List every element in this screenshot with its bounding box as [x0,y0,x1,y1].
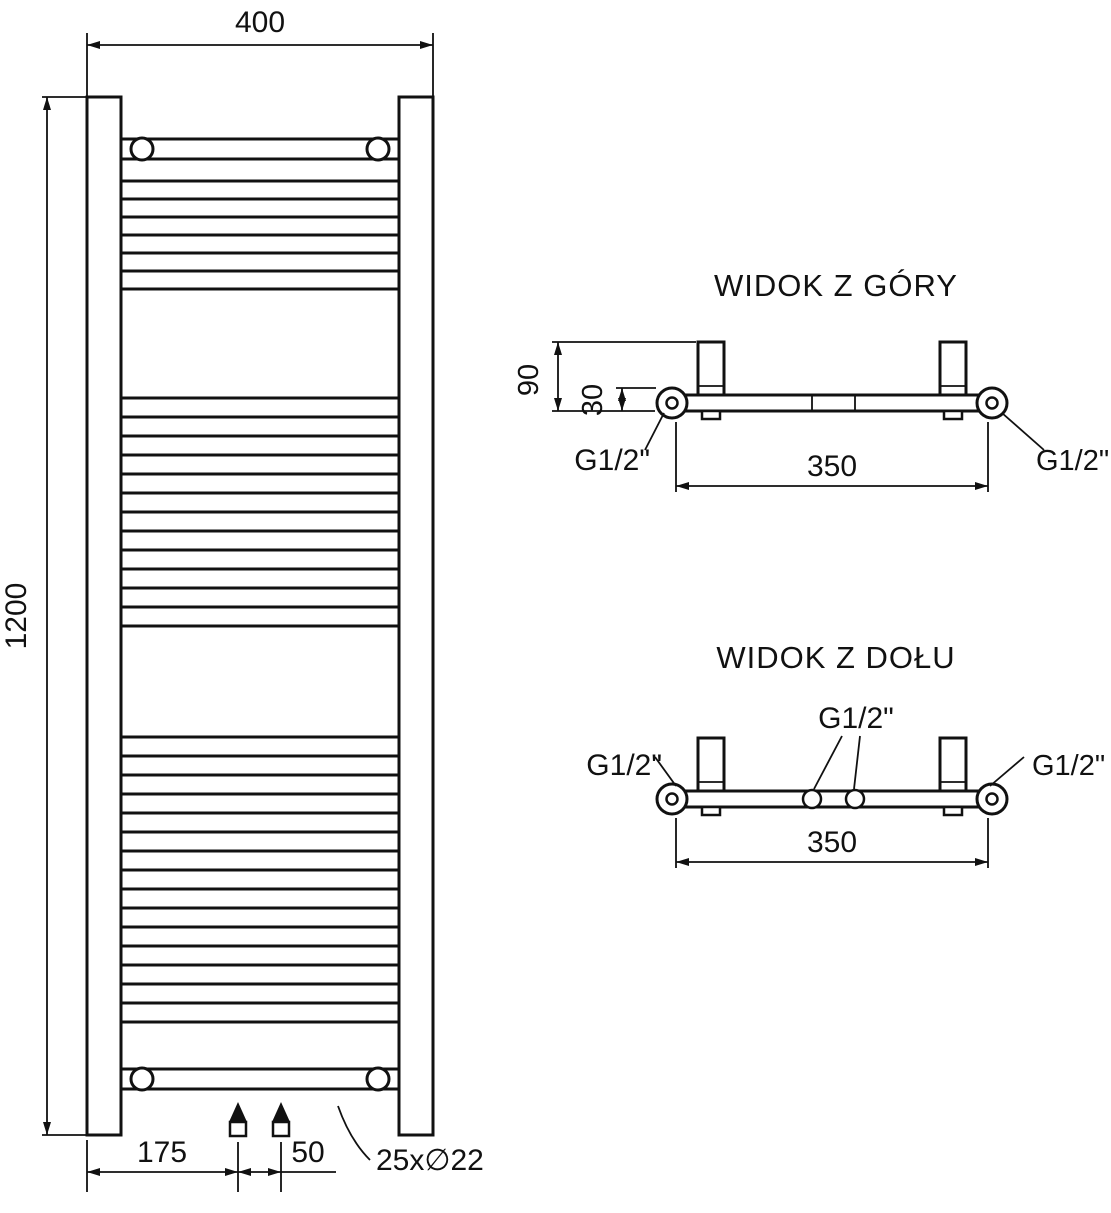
tube-group-1 [119,179,401,291]
top-view-g12-left: G1/2" [574,412,665,477]
tubes-callout: 25x∅22 [337,1105,484,1177]
bottom-view-connection-left [655,782,689,816]
top-view-connection-left [655,386,689,420]
top-view-g12-right-label: G1/2" [1036,445,1109,477]
valve-fitting-left [228,1102,248,1138]
dim-depth: 90 [513,341,696,412]
bottom-view-g12-left-label: G1/2" [586,749,662,782]
top-view: WIDOK Z GÓRY 90 [513,268,1109,492]
bottom-view: WIDOK Z DOŁU G1/2" [586,640,1105,868]
tube-group-bottom-bracket [119,1067,401,1091]
dim-width-label: 400 [235,6,285,39]
bottom-view-bracket-left [696,736,726,817]
bottom-view-connection-right [975,782,1009,816]
tube-group-3 [119,735,401,1024]
left-collector [85,95,123,1137]
dim-depth-label: 90 [513,364,545,396]
bottom-view-g12-right: G1/2" [989,750,1105,787]
dim-spacing-top-label: 350 [807,450,857,483]
bottom-view-g12-left: G1/2" [586,749,677,787]
top-view-g12-right: G1/2" [1001,412,1109,477]
top-view-title: WIDOK Z GÓRY [714,268,958,303]
mounting-bracket-top [129,136,391,162]
dim-spacing-bottom: 350 [675,818,989,868]
bottom-view-center-connections [801,788,866,810]
bottom-view-collector [670,789,994,809]
bottom-view-bracket-right [938,736,968,817]
top-view-bracket-right [938,340,968,421]
bottom-view-g12-right-label: G1/2" [1032,750,1105,782]
dim-height: 1200 [0,96,87,1136]
dim-height-label: 1200 [0,583,33,650]
top-view-g12-left-label: G1/2" [574,444,650,477]
top-view-bracket-left [696,340,726,421]
front-view: 400 1200 175 50 25x∅22 [0,6,484,1192]
valve-fitting-right [271,1102,291,1138]
dim-spacing-bottom-label: 350 [807,826,857,859]
top-view-hidden-connections [811,396,856,410]
top-view-collector [670,393,994,413]
mounting-bracket-bottom [129,1066,391,1092]
bottom-view-g12-center: G1/2" [813,702,894,790]
bottom-view-g12-center-label: G1/2" [818,702,894,735]
dim-tube-offset-label: 30 [577,384,609,416]
right-collector [397,95,435,1137]
tubes-label: 25x∅22 [376,1144,484,1177]
tube-group-top-bracket [119,137,401,161]
top-view-connection-right [975,386,1009,420]
dim-width: 400 [86,6,434,97]
tube-group-2 [119,396,401,628]
dim-tube-offset: 30 [577,384,656,416]
tubes-leader-line [337,1105,371,1161]
dim-valve-offset: 175 [86,1136,282,1192]
dim-valve-spacing: 50 [238,1136,336,1176]
dim-valve-spacing-label: 50 [291,1136,324,1169]
dim-valve-offset-label: 175 [137,1136,187,1169]
dim-spacing-top: 350 [675,422,989,492]
bottom-view-title: WIDOK Z DOŁU [716,640,955,675]
